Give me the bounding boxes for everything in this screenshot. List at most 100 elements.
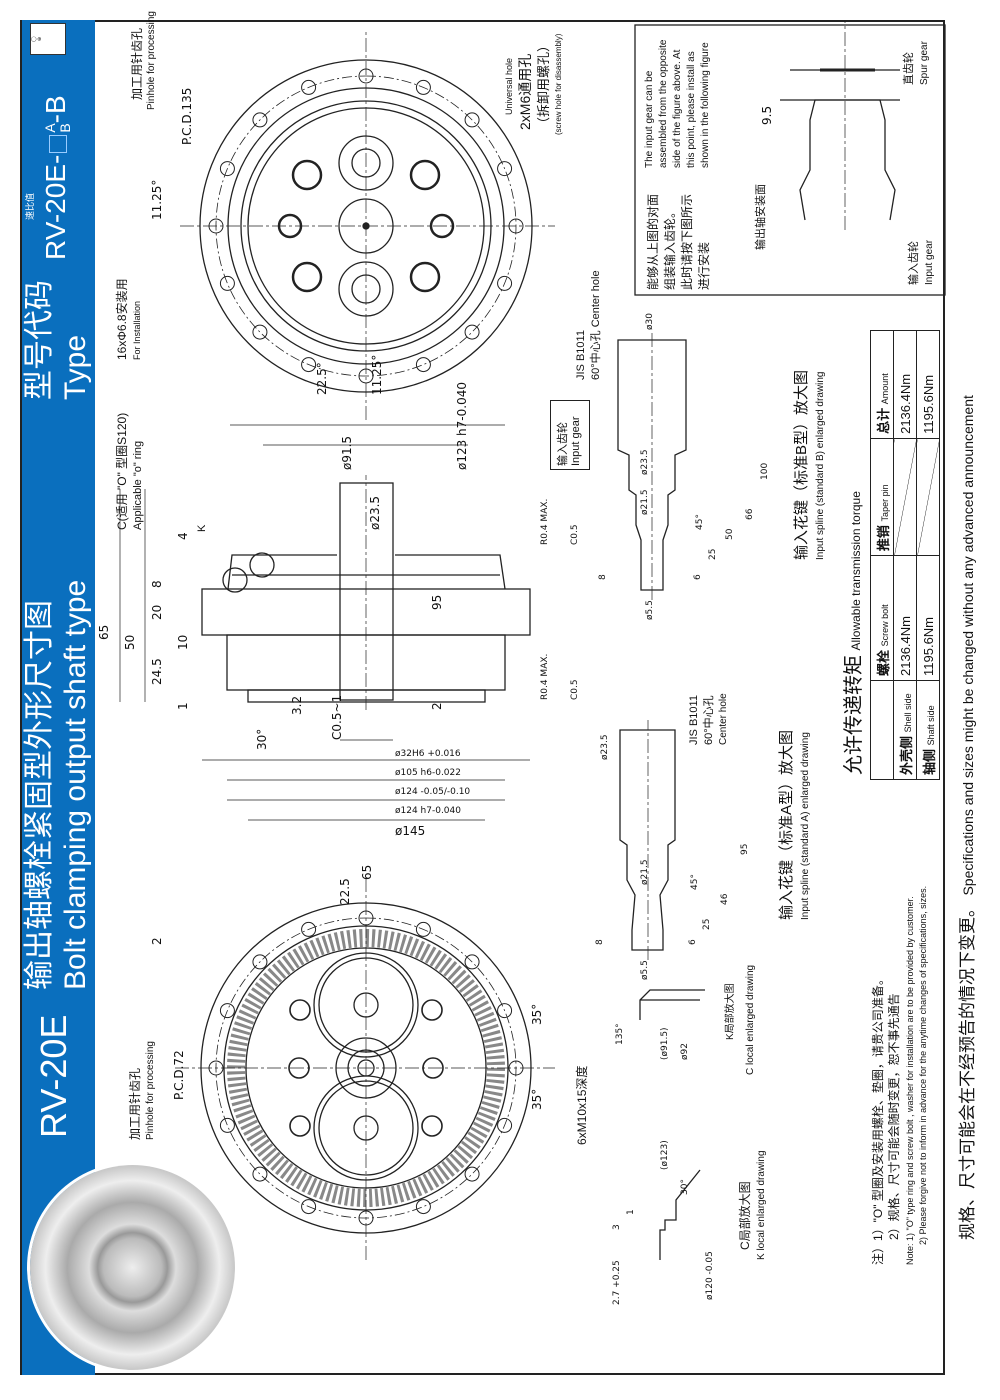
oring-cn: C(适用 "O" 型圈S120) [115,412,129,530]
dim: R0.4 MAX. [540,498,550,545]
install-note-en-line: assembled from the opposite [658,39,669,168]
install-dim: 9.5 [760,105,774,125]
install-note-cn-line: 进行安装 [697,241,711,290]
bolt-hole [301,357,317,373]
install-holes-en: For Installation [132,300,142,360]
install-note-cn-line: 此时请按下图所示 [680,193,694,290]
spline-a-center-std: JIS B1011 [688,695,700,745]
install-holes-cn: 16xΦ6.8安装用 [115,278,129,360]
spline-a-dim: ø21.5 [640,859,650,885]
cell-total: 1195.6Nm [916,330,940,439]
dim: ø145 [395,824,426,838]
spline-b-dim: 50 [725,528,735,540]
input-gear-en: Input gear [570,416,582,466]
front-view-drawing [175,875,555,1260]
dim: ø124 -0.05/-0.10 [395,787,471,797]
spline-b-drawing [617,330,687,600]
k-dim: ø92 [680,1043,690,1060]
k-label: K [196,524,208,532]
c-dim: 3 [612,1224,622,1230]
spline-b-dim: 8 [598,574,608,580]
dim: 3.2 [290,695,304,715]
bolt-hole [415,79,431,95]
spline-b-dim: 25 [708,548,718,560]
torque-table: 螺栓 Screw bolt 推销 Taper pin 总计 Amount 外壳侧… [870,330,940,780]
dim: 20 [150,604,164,620]
install-note-cn: 能够从上图的对面 组装输入齿轮。 此时请按下图所示 进行安装 [645,194,713,290]
dim: 30° [255,728,269,750]
dim: C0.5 [570,524,580,545]
dim: ø91.5 [340,435,354,470]
dim: 1 [176,702,190,710]
dim: 8 [150,580,164,588]
header-taper-pin: 推销 Taper pin [870,438,894,556]
spline-a-title-en: Input spline (standard A) enlarged drawi… [800,732,811,920]
dim: C0.5~1 [330,694,344,740]
spline-a-dim: 6 [688,939,698,945]
disassembly-cn: （拆卸用螺孔） [536,38,551,130]
dim: 50 [123,634,137,650]
spline-a-title-cn: 输入花键（标准A型）放大图 [778,729,795,920]
c-dim: (ø123) [660,1140,670,1170]
cell-total: 2136.4Nm [893,330,917,439]
install-note-cn-line: 组装输入齿轮。 [663,205,677,290]
bolt-hole [252,112,268,128]
spline-a-dim: 95 [740,843,750,855]
torque-title-en: Allowable transmission torque [849,491,863,651]
spline-a-dim: ø5.5 [640,960,650,980]
front-dim-22-5: 22.5 [338,878,352,905]
spur-gear-en: Spur gear [919,41,930,85]
bolt-hole [219,1003,235,1019]
torque-title-cn: 允许传递转矩 [843,655,865,775]
bolt-hole [301,79,317,95]
section-view-drawing [119,424,531,821]
k-title-en: C local enlarged drawing [745,964,756,1075]
dim: ø32H6 +0.016 [395,749,461,759]
install-note-en: The input gear can be assembled from the… [643,40,713,168]
header-screw-bolt: 螺栓 Screw bolt [870,555,894,681]
spline-a-dim: 45° [690,874,700,890]
c-title-cn: C局部放大图 [738,1181,752,1250]
install-input-gear-en: Input gear [924,239,935,285]
center-hole-cn: 60°中心孔 Center hole [590,270,602,380]
spline-a-drawing [619,720,676,960]
note-cn-2: 2）规格、尺寸可能会随时变更，恕不事先通告 [887,993,901,1240]
footer-en: Specifications and sizes might be change… [960,395,976,896]
spline-a-dim: ø23.5 [600,734,610,760]
universal-hole-en: Universal hole [504,57,514,115]
spline-b-dim: ø5.5 [645,600,655,620]
spline-a-center-cn: 60°中心孔 [703,695,715,745]
back-pcd: P.C.D.135 [180,87,194,145]
dim: ø124 h7-0.040 [395,806,461,816]
c-dim: ø120 -0.05 [705,1251,715,1300]
bolt-hole [497,275,513,291]
cell-pin [916,438,940,556]
center-hole-std: JIS B1011 [575,330,587,380]
bolt-hole [219,161,235,177]
back-view-drawing [180,30,555,420]
dim: ø123 h7-0.040 [455,382,469,470]
install-input-gear-cn: 输入齿轮 [908,241,920,285]
back-angle-a: 11.25° [150,179,164,220]
k-dim: 135° [615,1023,625,1045]
bolt-hole [219,275,235,291]
bolt-hole [464,112,480,128]
spline-b-title-cn: 输入花键（标准B型）放大图 [793,369,810,560]
universal-hole-cn: 2xM6通用孔 [517,53,533,130]
spline-b-dim: 66 [745,508,755,520]
dim: ø105 h6-0.022 [395,768,461,778]
dim: C0.5 [570,679,580,700]
back-pinhole-cn: 加工用针齿孔 [130,27,144,100]
spur-gear-cn: 直齿轮 [903,52,915,85]
spline-b-dim: ø30 [645,313,655,330]
spline-a-dim: 8 [595,939,605,945]
bolt-hole [252,954,268,970]
front-dim-2: 2 [150,937,164,945]
dim: 24.5 [150,658,164,685]
front-angle-b: 35° [530,1088,544,1110]
install-note-en-line: The input gear can be [644,70,655,168]
bolt-hole [252,1166,268,1182]
dim: 10 [176,634,190,650]
